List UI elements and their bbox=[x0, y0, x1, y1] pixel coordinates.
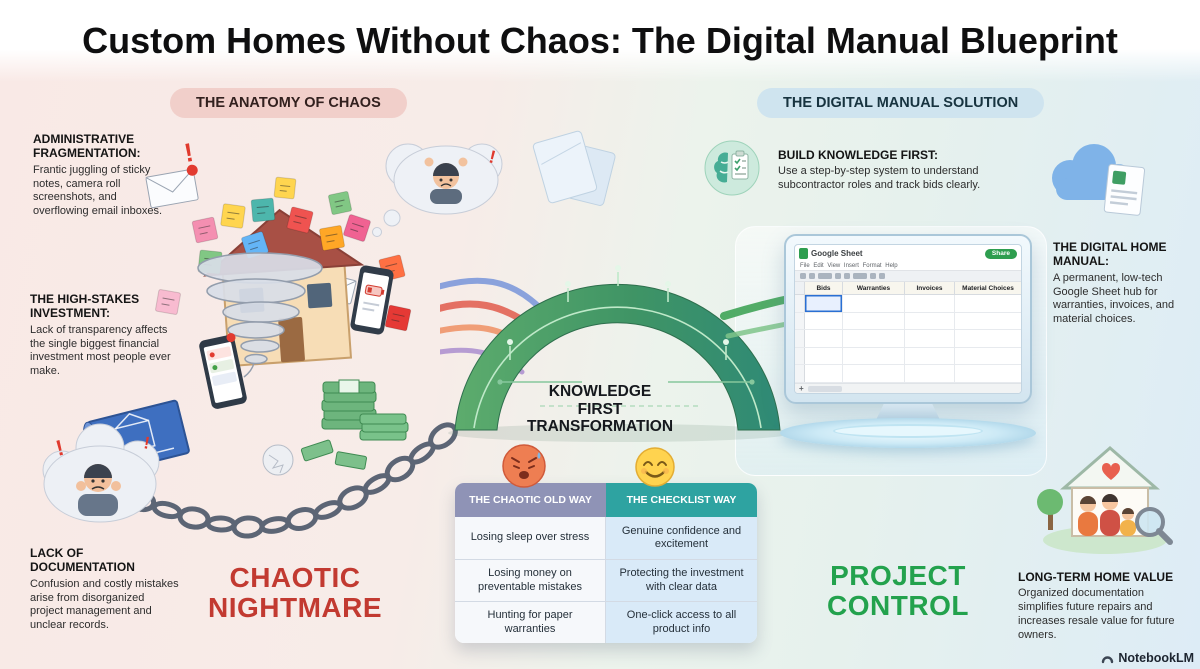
note-heading: THE DIGITAL HOME MANUAL: bbox=[1053, 240, 1167, 269]
note-body: Lack of transparency affects the single … bbox=[30, 323, 171, 378]
column-header-material-choices: Material Choices bbox=[962, 284, 1014, 292]
note-body: Use a step-by-step system to understand … bbox=[778, 165, 981, 192]
section-badge-solution: THE DIGITAL MANUAL SOLUTION bbox=[757, 88, 1045, 118]
old-way-item: Hunting for paper warranties bbox=[455, 601, 606, 643]
column-header-bids: Bids bbox=[805, 282, 843, 294]
monitor-pedestal bbox=[780, 418, 1036, 448]
note-heading: ADMINISTRATIVE FRAGMENTATION: bbox=[33, 132, 141, 161]
monitor-illustration: Google Sheet Share File Edit View Insert… bbox=[780, 234, 1036, 448]
circuit-nodes bbox=[507, 265, 729, 345]
comparison-table: THE CHAOTIC OLD WAY THE CHECKLIST WAY Lo… bbox=[455, 483, 757, 643]
chain-icon bbox=[123, 422, 458, 539]
note-body: Frantic juggling of sticky notes, camera… bbox=[33, 163, 163, 218]
comparison-row: Hunting for paper warranties One-click a… bbox=[455, 601, 757, 643]
crumpled-paper-icon bbox=[262, 444, 294, 476]
sheet-tab-bar: + bbox=[795, 383, 1021, 393]
note-digital-home-manual: THE DIGITAL HOME MANUAL: A permanent, lo… bbox=[1053, 240, 1188, 327]
note-lack-of-documentation: LACK OF DOCUMENTATION Confusion and cost… bbox=[30, 546, 180, 633]
house-window bbox=[306, 282, 333, 309]
family-icons bbox=[1078, 494, 1136, 536]
pedestal-glow-ring bbox=[833, 424, 983, 438]
chaos-illustration: ! ! bbox=[42, 137, 503, 539]
chaos-big-label: CHAOTIC NIGHTMARE bbox=[207, 562, 383, 623]
add-sheet-icon: + bbox=[799, 383, 804, 393]
solution-big-label: PROJECT CONTROL bbox=[827, 560, 969, 621]
tornado-icon bbox=[197, 252, 323, 378]
bridge-label: KNOWLEDGE FIRST TRANSFORMATION bbox=[505, 383, 695, 436]
alert-exclamation-icon: ! bbox=[182, 137, 196, 168]
stressed-person-icon bbox=[42, 423, 160, 523]
comparison-header-row: THE CHAOTIC OLD WAY THE CHECKLIST WAY bbox=[455, 483, 757, 517]
stressed-face-icon bbox=[502, 444, 546, 488]
sheet-titlebar: Google Sheet Share bbox=[795, 245, 1021, 262]
page-title: Custom Homes Without Chaos: The Digital … bbox=[82, 20, 1118, 61]
section-badge-chaos: THE ANATOMY OF CHAOS bbox=[170, 88, 407, 118]
checklist-way-item: Genuine confidence and excitement bbox=[606, 517, 757, 559]
alert-exclamation-icon: ! bbox=[142, 433, 151, 453]
happy-face-icon bbox=[635, 447, 675, 487]
old-way-item: Losing sleep over stress bbox=[455, 517, 606, 559]
monitor-stand bbox=[876, 404, 940, 420]
share-button: Share bbox=[984, 248, 1017, 259]
checklist-way-item: Protecting the investment with clear dat… bbox=[606, 559, 757, 601]
alert-exclamation-icon: ! bbox=[487, 146, 498, 167]
money-stack-icon bbox=[300, 379, 409, 470]
envelope-icon bbox=[145, 164, 199, 209]
note-body: A permanent, low-tech Google Sheet hub f… bbox=[1053, 271, 1175, 326]
heart-icon bbox=[1101, 462, 1121, 480]
overwhelmed-person-thought-cloud bbox=[372, 143, 503, 237]
title-band bbox=[0, 0, 1200, 82]
old-way-item: Losing money on preventable mistakes bbox=[455, 559, 606, 601]
brand-footer: NotebookLM bbox=[1101, 651, 1194, 665]
comparison-row: Losing money on preventable mistakes Pro… bbox=[455, 559, 757, 601]
checklist-way-header: THE CHECKLIST WAY bbox=[606, 483, 757, 517]
sheet-grid bbox=[795, 295, 1021, 383]
phone-low-battery-icon bbox=[350, 265, 394, 335]
note-build-knowledge-first: BUILD KNOWLEDGE FIRST: Use a step-by-ste… bbox=[778, 148, 983, 193]
circuit-traces bbox=[473, 272, 762, 429]
note-body: Confusion and costly mistakes arise from… bbox=[30, 577, 179, 632]
cloud-document-icon bbox=[1052, 144, 1146, 216]
old-way-header: THE CHAOTIC OLD WAY bbox=[455, 483, 606, 517]
brain-checklist-icon bbox=[704, 140, 760, 196]
selected-cell bbox=[805, 295, 843, 312]
home-value-icon bbox=[1037, 446, 1173, 554]
column-header-warranties: Warranties bbox=[843, 282, 905, 294]
brand-name: NotebookLM bbox=[1118, 651, 1194, 665]
comparison-row: Losing sleep over stress Genuine confide… bbox=[455, 517, 757, 559]
note-long-term-home-value: LONG-TERM HOME VALUE Organized documenta… bbox=[1018, 570, 1186, 642]
row-number-gutter bbox=[795, 282, 805, 294]
note-administrative-fragmentation: ADMINISTRATIVE FRAGMENTATION: Frantic ju… bbox=[33, 132, 171, 219]
sheet-toolbar bbox=[795, 270, 1021, 282]
note-body: Organized documentation simplifies futur… bbox=[1018, 587, 1175, 641]
tree-icon bbox=[1037, 489, 1063, 530]
note-heading: BUILD KNOWLEDGE FIRST: bbox=[778, 148, 938, 162]
bridge-label-line: TRANSFORMATION bbox=[526, 418, 674, 436]
sheet-window: Google Sheet Share File Edit View Insert… bbox=[794, 244, 1022, 394]
flying-paper-icon bbox=[532, 130, 616, 206]
phone-notifications-icon bbox=[199, 333, 247, 409]
note-heading: LACK OF DOCUMENTATION bbox=[30, 546, 135, 575]
notebooklm-logo-icon bbox=[1102, 655, 1114, 663]
magnifier-icon bbox=[1135, 507, 1173, 545]
house-door bbox=[278, 316, 305, 363]
sheet-header-row: Bids Warranties Invoices Material Choice… bbox=[795, 282, 1021, 295]
note-heading: LONG-TERM HOME VALUE bbox=[1018, 570, 1174, 584]
monitor-frame: Google Sheet Share File Edit View Insert… bbox=[784, 234, 1032, 404]
bridge-label-line: FIRST bbox=[577, 400, 623, 418]
bridge-arch bbox=[454, 283, 781, 431]
checklist-way-item: One-click access to all product info bbox=[606, 601, 757, 643]
column-header-invoices: Invoices bbox=[905, 282, 955, 294]
bridge-label-line: KNOWLEDGE bbox=[548, 383, 652, 400]
note-high-stakes-investment: THE HIGH-STAKES INVESTMENT: Lack of tran… bbox=[30, 292, 172, 379]
sheet-title: Google Sheet bbox=[811, 249, 863, 258]
sheet-tab bbox=[807, 385, 842, 392]
note-heading: THE HIGH-STAKES INVESTMENT: bbox=[30, 292, 140, 321]
sheet-menubar: File Edit View Insert Format Help bbox=[800, 263, 898, 269]
sheets-icon bbox=[799, 248, 808, 259]
